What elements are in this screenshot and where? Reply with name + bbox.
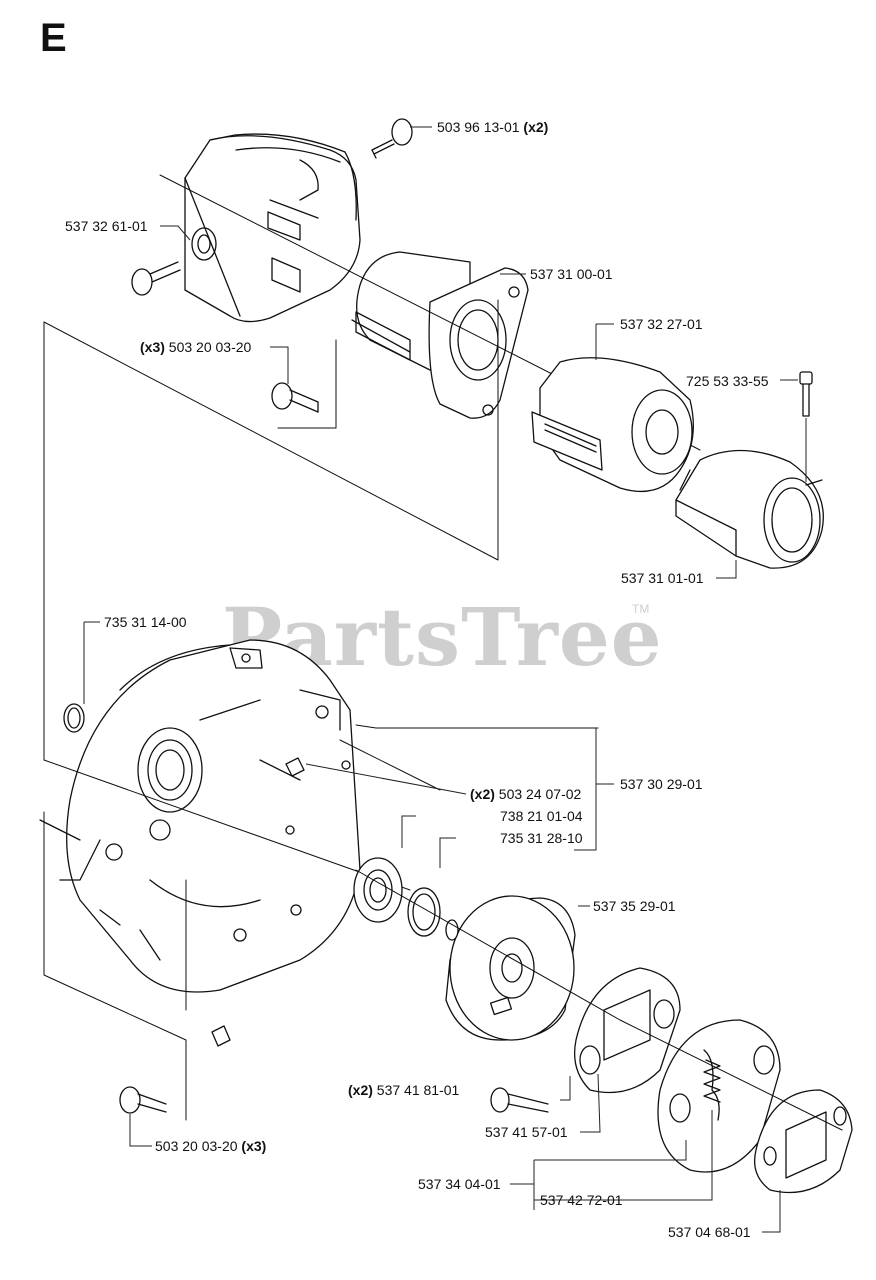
part-number[interactable]: 537 41 57-01 — [485, 1124, 568, 1140]
lower-screw-part[interactable] — [119, 1086, 167, 1114]
spring-part[interactable] — [703, 1059, 721, 1103]
callout-738-21-01-04[interactable]: 738 21 01-04 — [500, 808, 583, 824]
clutch-plate-part[interactable] — [573, 967, 681, 1094]
part-number[interactable]: 503 96 13-01 — [437, 119, 520, 135]
muffler-part[interactable] — [531, 357, 694, 492]
watermark-trademark: TM — [632, 602, 650, 616]
part-number[interactable]: 503 20 03-20 — [155, 1138, 238, 1154]
section-letter: E — [40, 16, 67, 60]
circlip-part[interactable] — [63, 703, 85, 733]
washer-plate-part[interactable] — [753, 1089, 853, 1194]
retaining-ring-part[interactable] — [407, 887, 441, 937]
callout-537-35-29-01[interactable]: 537 35 29-01 — [593, 898, 676, 914]
part-number[interactable]: 537 35 29-01 — [593, 898, 676, 914]
quantity: (x2) — [470, 786, 495, 802]
clutch-shoe-part[interactable] — [657, 1019, 781, 1173]
quantity: (x3) — [241, 1138, 267, 1154]
callout-537-42-72-01[interactable]: 537 42 72-01 — [540, 1192, 623, 1208]
crankcase-part[interactable] — [39, 639, 361, 993]
clutch-drum-part[interactable] — [445, 895, 576, 1041]
clutch-screw-part[interactable] — [490, 1087, 549, 1113]
part-number[interactable]: 537 31 01-01 — [621, 570, 704, 586]
cylinder-housing-part[interactable] — [351, 251, 529, 419]
screw-part[interactable] — [371, 118, 413, 159]
part-number[interactable]: 537 32 27-01 — [620, 316, 703, 332]
bearing-part[interactable] — [353, 857, 403, 923]
callout-503-20-03-20-upper[interactable]: (x3) 503 20 03-20 — [140, 339, 251, 355]
callout-537-41-81-01[interactable]: (x2) 537 41 81-01 — [348, 1082, 459, 1098]
callout-537-34-04-01[interactable]: 537 34 04-01 — [418, 1176, 501, 1192]
bolt-part[interactable] — [799, 371, 813, 417]
callout-503-24-07-02[interactable]: (x2) 503 24 07-02 — [470, 786, 581, 802]
callout-537-41-57-01[interactable]: 537 41 57-01 — [485, 1124, 568, 1140]
pin-part[interactable] — [211, 757, 305, 1047]
cover-screw-part[interactable] — [131, 261, 181, 296]
part-number[interactable]: 503 20 03-20 — [168, 339, 252, 355]
part-number[interactable]: 537 30 29-01 — [620, 776, 703, 792]
callout-725-53-33-55[interactable]: 725 53 33-55 — [686, 373, 769, 389]
part-number[interactable]: 735 31 28-10 — [500, 830, 583, 846]
callout-735-31-28-10[interactable]: 735 31 28-10 — [500, 830, 583, 846]
part-number[interactable]: 537 04 68-01 — [668, 1224, 751, 1240]
clamp-part[interactable] — [675, 449, 824, 569]
callout-503-96-13-01[interactable]: 503 96 13-01 (x2) — [437, 119, 548, 135]
part-number[interactable]: 725 53 33-55 — [686, 373, 769, 389]
callout-537-32-61-01[interactable]: 537 32 61-01 — [65, 218, 148, 234]
callout-537-31-00-01[interactable]: 537 31 00-01 — [530, 266, 613, 282]
quantity: (x2) — [523, 119, 549, 135]
quantity: (x2) — [348, 1082, 373, 1098]
callout-537-04-68-01[interactable]: 537 04 68-01 — [668, 1224, 751, 1240]
part-number[interactable]: 735 31 14-00 — [104, 614, 187, 630]
part-number[interactable]: 738 21 01-04 — [500, 808, 583, 824]
housing-screw-part[interactable] — [271, 382, 319, 413]
part-number[interactable]: 537 42 72-01 — [540, 1192, 623, 1208]
part-number[interactable]: 537 34 04-01 — [418, 1176, 501, 1192]
leader-lines — [83, 126, 807, 1233]
callout-503-20-03-20-lower[interactable]: 503 20 03-20 (x3) — [155, 1138, 266, 1154]
part-number[interactable]: 537 31 00-01 — [530, 266, 613, 282]
callout-537-31-01-01[interactable]: 537 31 01-01 — [621, 570, 704, 586]
part-number[interactable]: 503 24 07-02 — [498, 786, 582, 802]
callout-537-32-27-01[interactable]: 537 32 27-01 — [620, 316, 703, 332]
callout-735-31-14-00[interactable]: 735 31 14-00 — [104, 614, 187, 630]
part-number[interactable]: 537 41 81-01 — [376, 1082, 460, 1098]
quantity: (x3) — [140, 339, 165, 355]
callout-537-30-29-01[interactable]: 537 30 29-01 — [620, 776, 703, 792]
part-number[interactable]: 537 32 61-01 — [65, 218, 148, 234]
engine-cover-part[interactable] — [184, 133, 361, 323]
